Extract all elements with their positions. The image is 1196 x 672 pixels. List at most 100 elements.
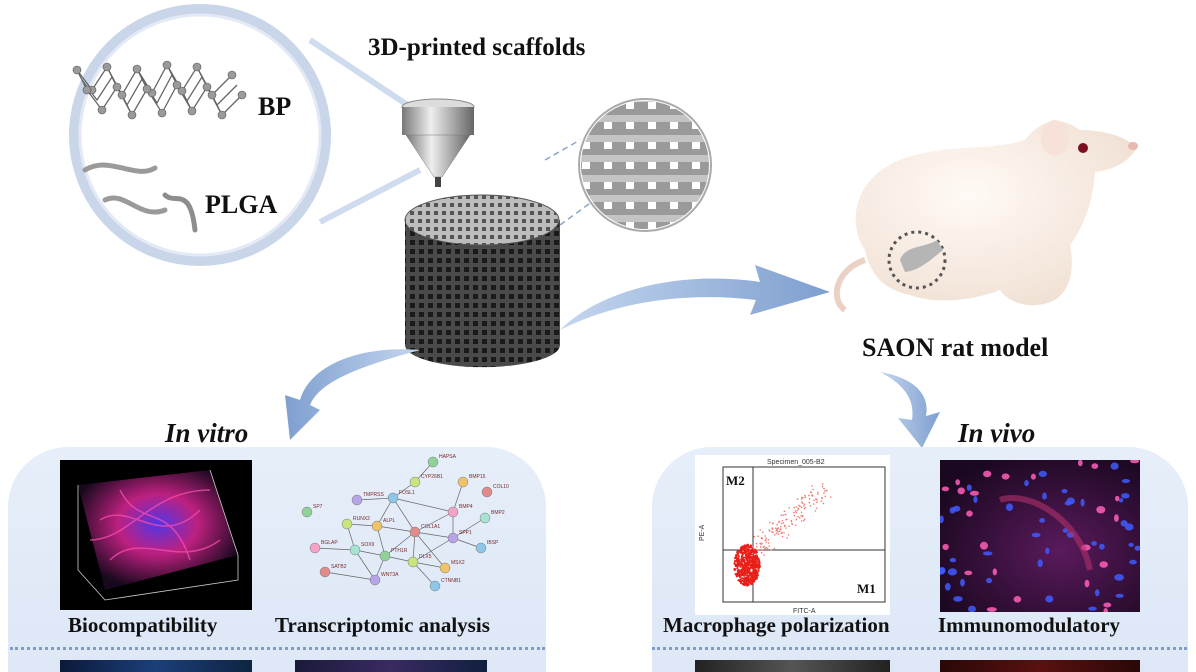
flow-event <box>772 531 774 534</box>
flow-event <box>768 545 771 547</box>
flow-event <box>803 508 806 510</box>
flow-event <box>803 503 806 506</box>
flow-event <box>760 551 763 554</box>
network-edge <box>356 497 394 501</box>
cell-nucleus <box>1045 547 1050 555</box>
flow-event <box>741 559 744 562</box>
flow-event <box>749 582 753 585</box>
print-nozzle-icon <box>401 98 475 187</box>
flow-event <box>804 496 807 498</box>
flow-event <box>808 494 810 497</box>
cell-nucleus <box>1103 608 1108 612</box>
flow-event <box>784 513 786 516</box>
flow-event <box>733 568 736 571</box>
flow-event <box>743 583 746 587</box>
cell-nucleus <box>960 578 965 587</box>
network-node <box>341 518 353 530</box>
flow-event <box>808 501 810 504</box>
flow-q-lower: M1 <box>857 581 876 596</box>
flow-event <box>781 531 783 534</box>
network-edge <box>412 561 436 587</box>
flow-events <box>733 483 832 587</box>
cell-nucleus <box>1103 602 1112 608</box>
flow-event <box>758 561 761 564</box>
flow-event <box>747 549 750 553</box>
network-edge <box>414 531 446 569</box>
flow-event <box>757 549 760 551</box>
flow-event <box>747 561 750 564</box>
flow-event <box>745 578 748 581</box>
network-node <box>301 506 313 518</box>
flow-event <box>814 510 817 512</box>
network-node <box>427 456 439 468</box>
flow-event <box>820 500 823 502</box>
cell-nucleus <box>1005 503 1014 511</box>
flow-event <box>793 511 795 514</box>
flow-event <box>776 523 778 526</box>
network-gene-label: BMP4 <box>459 504 473 510</box>
flow-event <box>742 565 745 568</box>
network-edge <box>412 561 446 569</box>
flow-event <box>797 508 800 510</box>
cell-nucleus <box>1114 514 1119 522</box>
flow-q-upper: M2 <box>726 473 745 488</box>
flow-event <box>775 527 777 529</box>
flow-event <box>803 518 806 520</box>
flow-event <box>738 560 741 563</box>
flow-event <box>760 549 763 552</box>
flow-event <box>737 579 740 582</box>
flow-event <box>800 511 803 514</box>
cell-nucleus <box>1134 545 1140 551</box>
flow-event <box>785 527 787 529</box>
cell-nucleus <box>1001 473 1010 480</box>
in-vitro-heading: In vitro <box>165 418 249 448</box>
network-edge <box>452 517 486 539</box>
flow-event <box>755 542 758 545</box>
cell-nucleus <box>1066 497 1075 505</box>
plga-strands-icon <box>82 162 198 233</box>
flow-event <box>743 552 746 555</box>
network-node <box>457 476 469 488</box>
flow-event <box>800 498 803 500</box>
transcriptomic-label: Transcriptomic analysis <box>275 613 490 637</box>
flow-event <box>748 573 751 576</box>
cell-nucleus <box>1124 523 1134 531</box>
network-node <box>429 580 441 592</box>
cell-nucleus <box>966 510 973 517</box>
flow-event <box>745 557 748 560</box>
flow-event <box>757 567 760 570</box>
cell-nucleus <box>1037 559 1043 568</box>
flow-event <box>751 566 754 569</box>
flow-event <box>757 535 759 537</box>
flow-event <box>796 509 799 512</box>
flow-event <box>754 578 757 581</box>
in-vivo-thumb-4 <box>940 660 1140 672</box>
flow-event <box>759 529 761 531</box>
cell-nucleus <box>1130 460 1140 464</box>
flow-event <box>745 576 748 579</box>
flow-event <box>747 564 750 567</box>
cell-nucleus <box>1128 542 1134 547</box>
flow-event <box>791 522 793 525</box>
flow-event <box>751 560 754 563</box>
flow-event <box>764 535 766 537</box>
flow-event <box>761 537 764 540</box>
flow-event <box>777 531 779 533</box>
flow-event <box>811 485 813 487</box>
flow-event <box>817 493 819 495</box>
flow-event <box>821 497 824 500</box>
flow-event <box>753 551 756 555</box>
flow-event <box>823 487 825 490</box>
network-gene-label: SOX9 <box>361 542 375 548</box>
flow-event <box>749 578 752 581</box>
flow-event <box>800 514 802 517</box>
flow-event <box>753 557 756 560</box>
flow-event <box>801 496 803 499</box>
flow-event <box>751 574 755 578</box>
flow-event <box>767 539 770 541</box>
cell-nucleus <box>986 607 997 612</box>
bp-molecule-icon <box>72 60 247 120</box>
flow-event <box>801 501 803 503</box>
flow-event <box>762 546 765 548</box>
